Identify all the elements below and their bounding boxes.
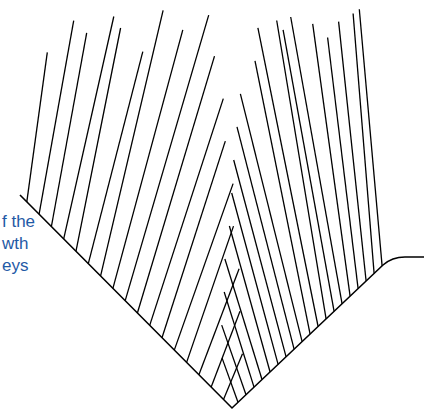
grain-line bbox=[150, 99, 224, 326]
grain-line bbox=[229, 226, 270, 372]
grain-line bbox=[88, 52, 143, 264]
grain-line bbox=[258, 28, 318, 327]
grain-lines bbox=[27, 9, 382, 402]
caption-fragment: f the bbox=[2, 212, 35, 232]
grain-line bbox=[222, 325, 246, 395]
grain-line bbox=[211, 311, 240, 387]
grain-line bbox=[51, 33, 86, 227]
grain-line bbox=[27, 52, 48, 201]
grain-line bbox=[339, 22, 367, 281]
grain-line bbox=[283, 30, 334, 311]
groove-outline bbox=[20, 195, 424, 408]
grain-line bbox=[101, 10, 164, 276]
grain-line bbox=[39, 21, 74, 215]
grain-line bbox=[237, 127, 294, 349]
grain-line bbox=[359, 9, 382, 266]
caption-fragment: wth bbox=[2, 234, 28, 254]
grain-line bbox=[255, 61, 310, 334]
grain-line bbox=[234, 160, 286, 357]
grain-line bbox=[162, 141, 225, 338]
grain-line bbox=[113, 30, 183, 288]
grain-line bbox=[240, 94, 302, 342]
caption-fragment: eys bbox=[2, 256, 28, 276]
grain-line bbox=[76, 28, 121, 251]
grain-line bbox=[64, 17, 114, 239]
grain-line bbox=[125, 15, 209, 301]
grain-line bbox=[137, 56, 214, 313]
grain-line bbox=[291, 17, 342, 304]
